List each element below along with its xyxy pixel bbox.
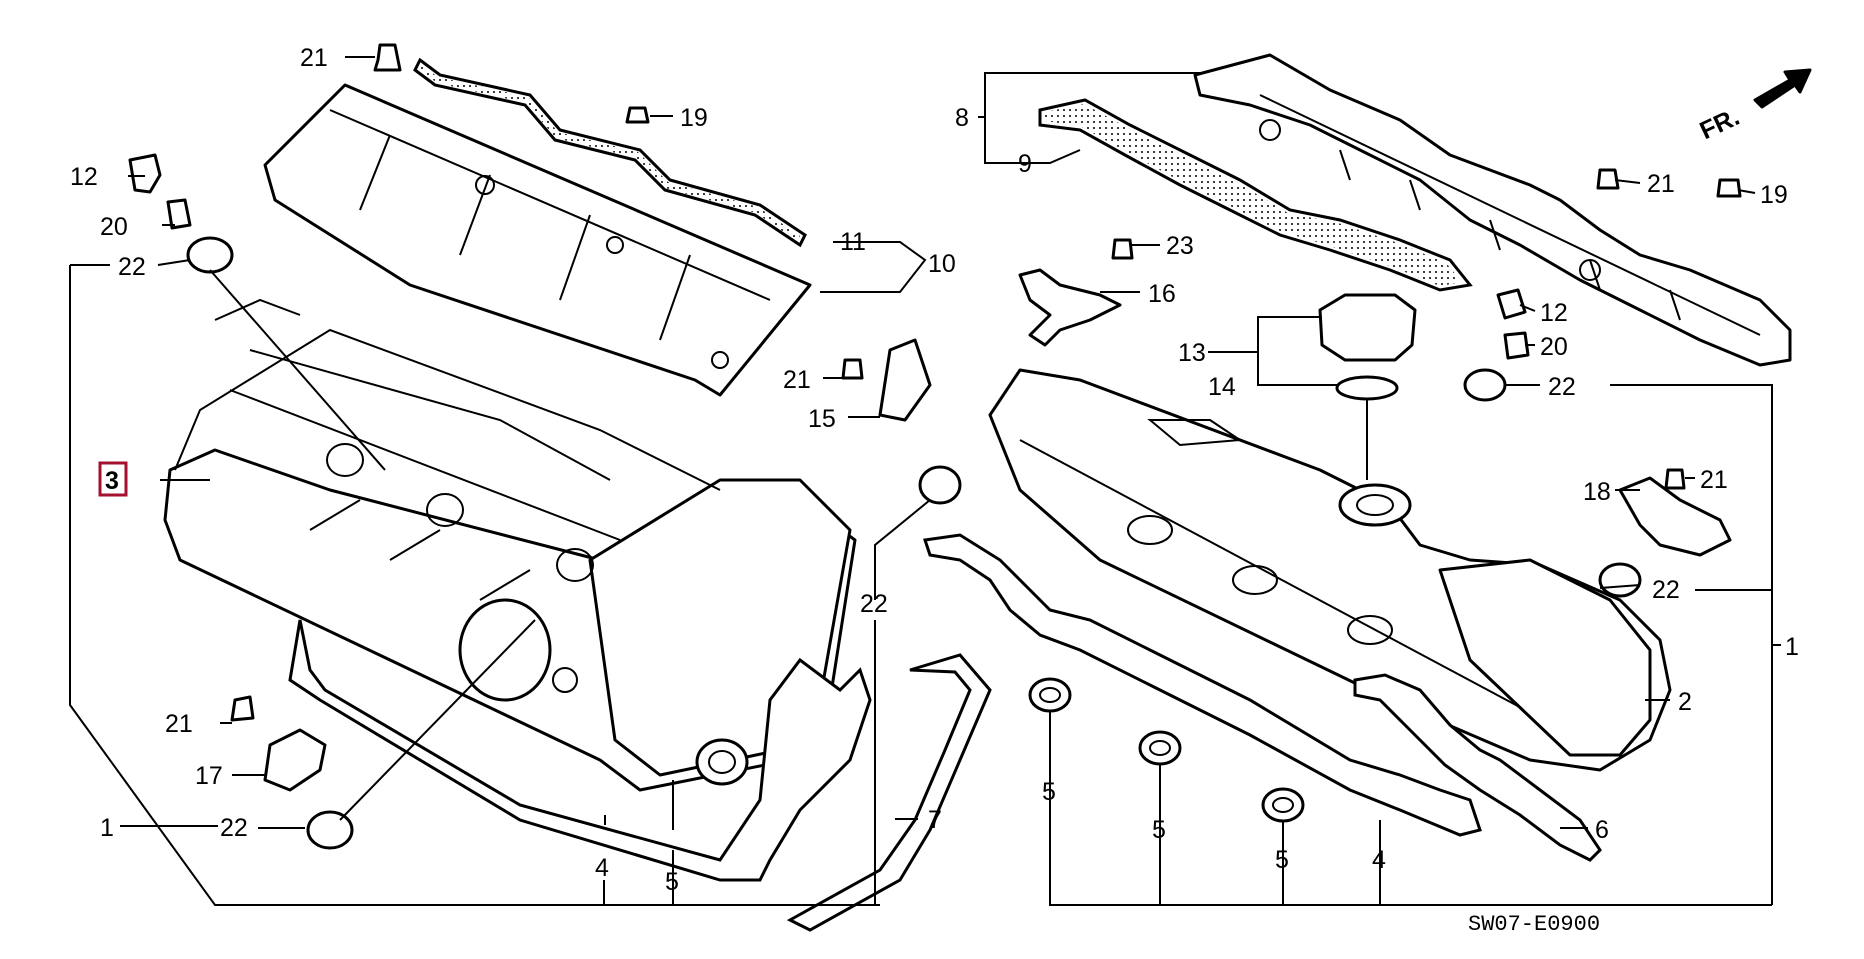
right-head-cover-2 (988, 368, 1672, 772)
ref-17: 17 (195, 762, 223, 790)
ref-19: 19 (680, 104, 708, 132)
ref-5-right-c: 5 (1275, 846, 1289, 874)
ref-21: 21 (300, 44, 328, 72)
ref-21-right-lower: 21 (1700, 466, 1728, 494)
left-seal-7 (786, 653, 992, 932)
ref-22-right: 22 (1548, 373, 1576, 401)
ref-22: 22 (118, 253, 146, 281)
ref-11: 11 (840, 228, 866, 256)
ref-7: 7 (928, 806, 942, 834)
right-plug-seals-5 (1028, 677, 1305, 823)
ref-12-right: 12 (1540, 299, 1568, 327)
ref-12: 12 (70, 163, 98, 191)
left-gasket-4 (288, 619, 872, 882)
ref-20: 20 (100, 213, 128, 241)
ref-5-right-a: 5 (1042, 778, 1056, 806)
ref-18: 18 (1583, 478, 1611, 506)
ref-5-left: 5 (665, 868, 679, 896)
ref-22-mid: 22 (860, 590, 888, 618)
highlight-box (98, 461, 128, 497)
ref-21-lower: 21 (165, 710, 193, 738)
left-cover-seal-11 (413, 57, 807, 248)
ref-2: 2 (1678, 688, 1692, 716)
direction-label: FR. (1696, 103, 1744, 145)
leader-lines (69, 56, 1781, 906)
ref-6: 6 (1595, 816, 1609, 844)
ref-23: 23 (1166, 232, 1194, 260)
ref-21-right: 21 (1647, 170, 1675, 198)
ref-21-mid: 21 (783, 366, 811, 394)
ref-5-right-b: 5 (1152, 816, 1166, 844)
ref-8: 8 (955, 104, 969, 132)
ref-13: 13 (1178, 339, 1206, 367)
right-cover-seal-9 (1038, 98, 1473, 292)
ref-4-right: 4 (1372, 846, 1386, 874)
ref-1-left: 1 (100, 814, 114, 842)
right-gasket-4 (923, 533, 1482, 837)
left-upper-cover (263, 83, 812, 397)
ref-4-left: 4 (595, 854, 609, 882)
left-small-parts (128, 43, 962, 850)
ref-10: 10 (928, 250, 956, 278)
ref-16: 16 (1148, 280, 1176, 308)
ref-9: 9 (1018, 150, 1032, 178)
ref-1-right: 1 (1785, 633, 1799, 661)
ref-20-right: 20 (1540, 333, 1568, 361)
ref-22-right-lower: 22 (1652, 576, 1680, 604)
ref-3: 3 (105, 467, 119, 495)
left-head-cover-3 (163, 298, 857, 792)
ref-15: 15 (808, 405, 836, 433)
ref-19-right: 19 (1760, 181, 1788, 209)
front-direction-arrow: FR. (1696, 68, 1812, 145)
ref-14: 14 (1208, 373, 1236, 401)
right-small-parts (1018, 168, 1742, 598)
right-seal-6 (1353, 673, 1602, 862)
left-plug-seal-5 (695, 738, 749, 786)
ref-22-lower: 22 (220, 814, 248, 842)
diagram-code: SW07-E0900 (1468, 912, 1600, 937)
right-upper-cover-8 (1193, 53, 1792, 367)
reference-labels: 21 19 12 20 22 11 10 3 21 17 1 22 21 15 … (70, 44, 1799, 937)
